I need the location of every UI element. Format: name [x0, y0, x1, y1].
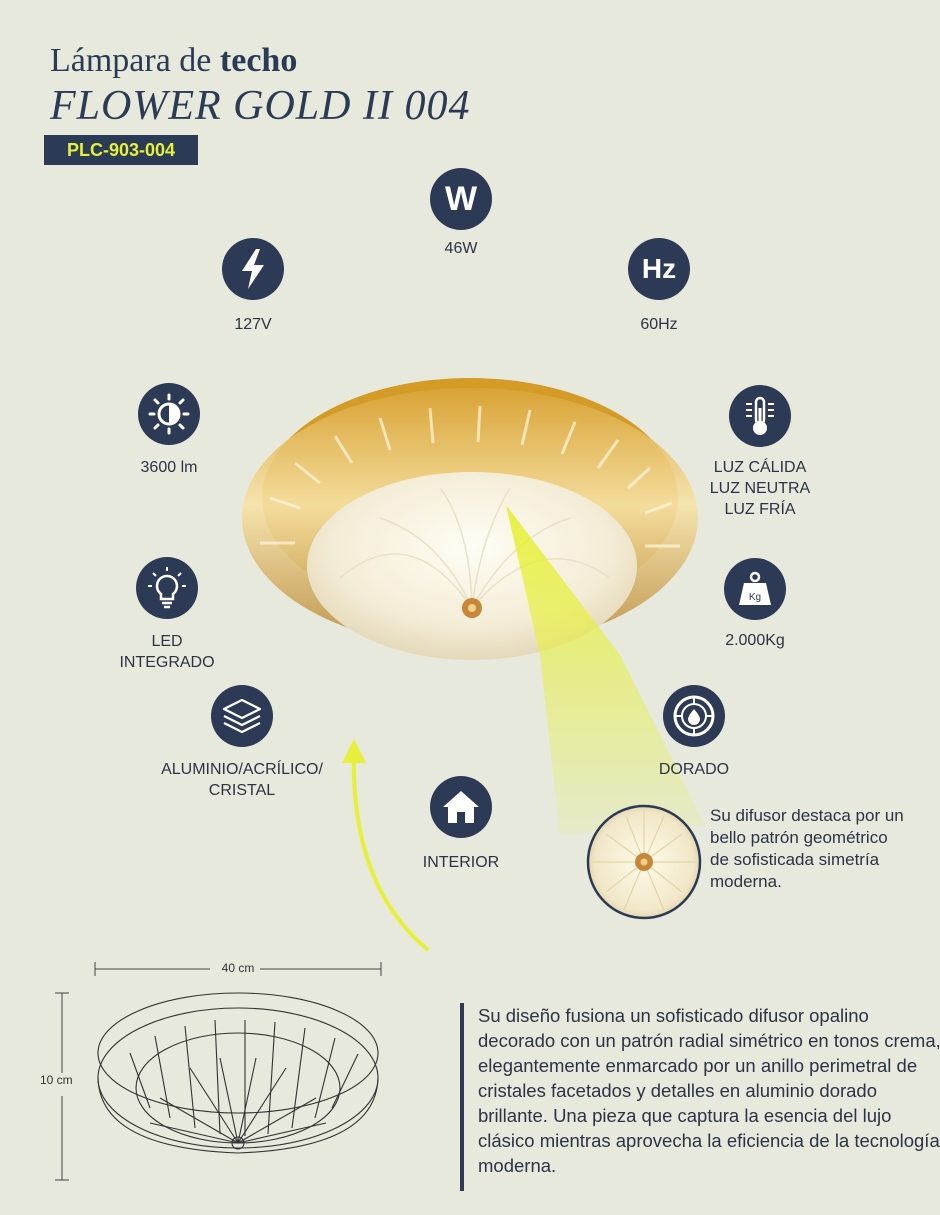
diffuser-detail-image	[586, 804, 702, 920]
product-description: Su diseño fusiona un sofisticado difusor…	[460, 1003, 940, 1191]
crystal-facets	[260, 405, 680, 548]
spec-material-label: ALUMINIO/ACRÍLICO/ CRISTAL	[161, 761, 323, 799]
spec-led-label: LED INTEGRADO	[119, 633, 215, 671]
house-icon	[430, 776, 492, 838]
hertz-icon: Hz	[628, 238, 690, 300]
weight-icon: Kg	[724, 558, 786, 620]
spec-voltage: 127V	[173, 238, 333, 335]
svg-text:Kg: Kg	[749, 592, 761, 603]
spec-voltage-label: 127V	[234, 316, 272, 333]
spec-usage: INTERIOR	[381, 776, 541, 873]
title-line: Lámpara de techo	[50, 42, 297, 80]
arrow-icon	[342, 739, 430, 952]
spec-power: W 46W	[381, 168, 541, 259]
spec-weight-label: 2.000Kg	[725, 632, 785, 649]
temp-neutral: LUZ NEUTRA	[709, 480, 811, 497]
title-prefix: Lámpara de	[50, 42, 212, 79]
layers-icon	[211, 685, 273, 747]
spec-weight: Kg 2.000Kg	[675, 558, 835, 651]
title-bold: techo	[219, 42, 298, 79]
dimension-height: 10 cm	[40, 1073, 73, 1087]
dimension-drawing	[55, 962, 382, 1181]
spec-frequency: Hz 60Hz	[579, 238, 739, 335]
spec-lumens: 3600 lm	[89, 383, 249, 478]
lightbulb-icon	[136, 557, 198, 619]
thermometer-icon	[729, 385, 791, 447]
spec-temperature-label: LUZ CÁLIDA LUZ NEUTRA LUZ FRÍA	[680, 457, 840, 520]
light-beam	[506, 505, 705, 835]
temp-warm: LUZ CÁLIDA	[713, 459, 807, 476]
spec-usage-label: INTERIOR	[422, 854, 500, 871]
product-code: PLC-903-004	[44, 135, 198, 165]
spec-lumens-label: 3600 lm	[140, 459, 198, 476]
spec-finish: DORADO	[614, 685, 774, 780]
lamp-image	[242, 378, 698, 660]
spec-led: LED INTEGRADO	[87, 557, 247, 673]
watt-icon: W	[430, 168, 492, 230]
color-drop-icon	[663, 685, 725, 747]
temp-cold: LUZ FRÍA	[724, 501, 796, 518]
spec-finish-label: DORADO	[658, 761, 730, 778]
brightness-icon	[138, 383, 200, 445]
lightning-icon	[222, 238, 284, 300]
dimension-width: 40 cm	[221, 961, 255, 975]
product-model: FLOWER GOLD II 004	[50, 83, 471, 129]
diffuser-note: Su difusor destaca por un bello patrón g…	[710, 806, 904, 891]
spec-material: ALUMINIO/ACRÍLICO/ CRISTAL	[152, 685, 332, 801]
spec-power-label: 46W	[444, 240, 478, 257]
spec-frequency-label: 60Hz	[640, 316, 678, 333]
spec-temperature: LUZ CÁLIDA LUZ NEUTRA LUZ FRÍA	[680, 385, 840, 520]
